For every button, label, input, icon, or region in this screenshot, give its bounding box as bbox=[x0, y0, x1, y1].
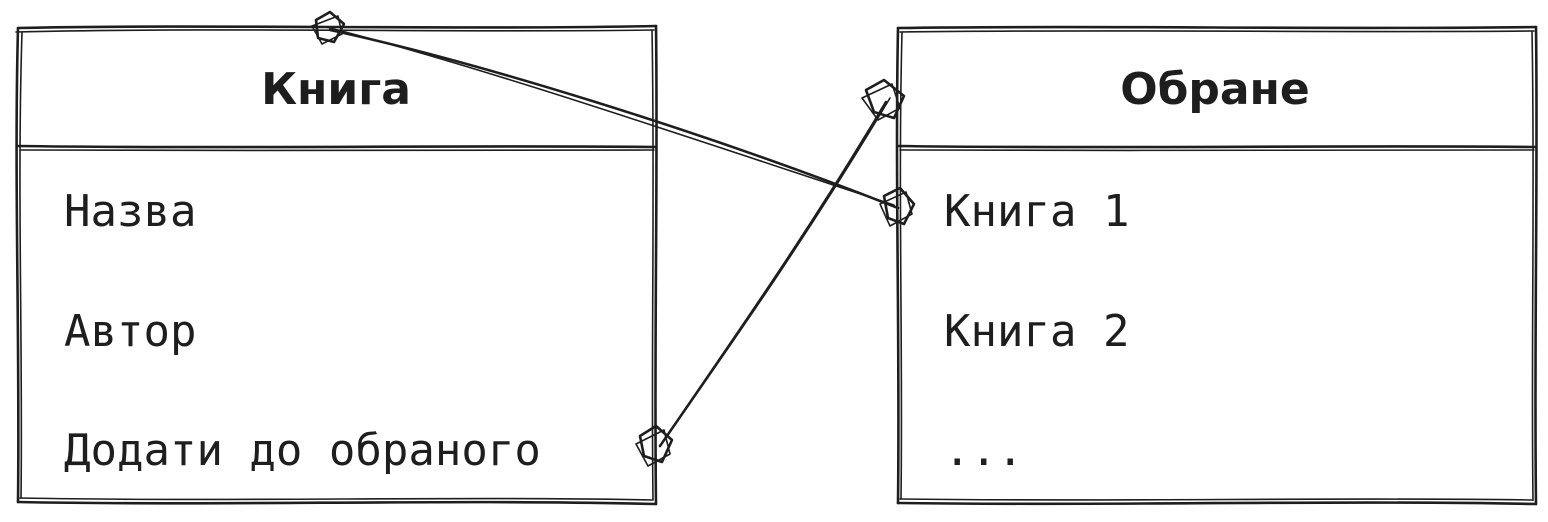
entity-obrane[interactable]: Обране Книга 1 Книга 2 ... bbox=[895, 25, 1538, 506]
entity-obrane-title: Обране bbox=[1120, 64, 1310, 115]
connector-kniha-to-book1[interactable] bbox=[311, 10, 916, 227]
entity-obrane-field-book2: Книга 2 bbox=[944, 306, 1129, 357]
entity-obrane-field-more: ... bbox=[944, 425, 1023, 476]
entity-kniha-title: Книга bbox=[261, 64, 411, 115]
entity-kniha[interactable]: Книга Назва Автор Додати до обраного bbox=[15, 24, 658, 506]
entity-kniha-field-avtor: Автор bbox=[64, 306, 196, 357]
connector-add-favorite-to-obrane[interactable] bbox=[635, 78, 906, 467]
connector-end-marker-icon bbox=[861, 78, 906, 121]
entity-kniha-box bbox=[15, 24, 658, 506]
entity-kniha-field-nazva: Назва bbox=[64, 186, 196, 237]
connector-end-marker-icon bbox=[879, 186, 916, 227]
entity-obrane-field-book1: Книга 1 bbox=[944, 186, 1129, 237]
connector-start-marker-icon bbox=[311, 10, 346, 45]
entity-kniha-field-add-favorite: Додати до обраного bbox=[64, 425, 541, 476]
connector-start-marker-icon bbox=[635, 424, 674, 467]
entity-obrane-box bbox=[895, 25, 1538, 506]
